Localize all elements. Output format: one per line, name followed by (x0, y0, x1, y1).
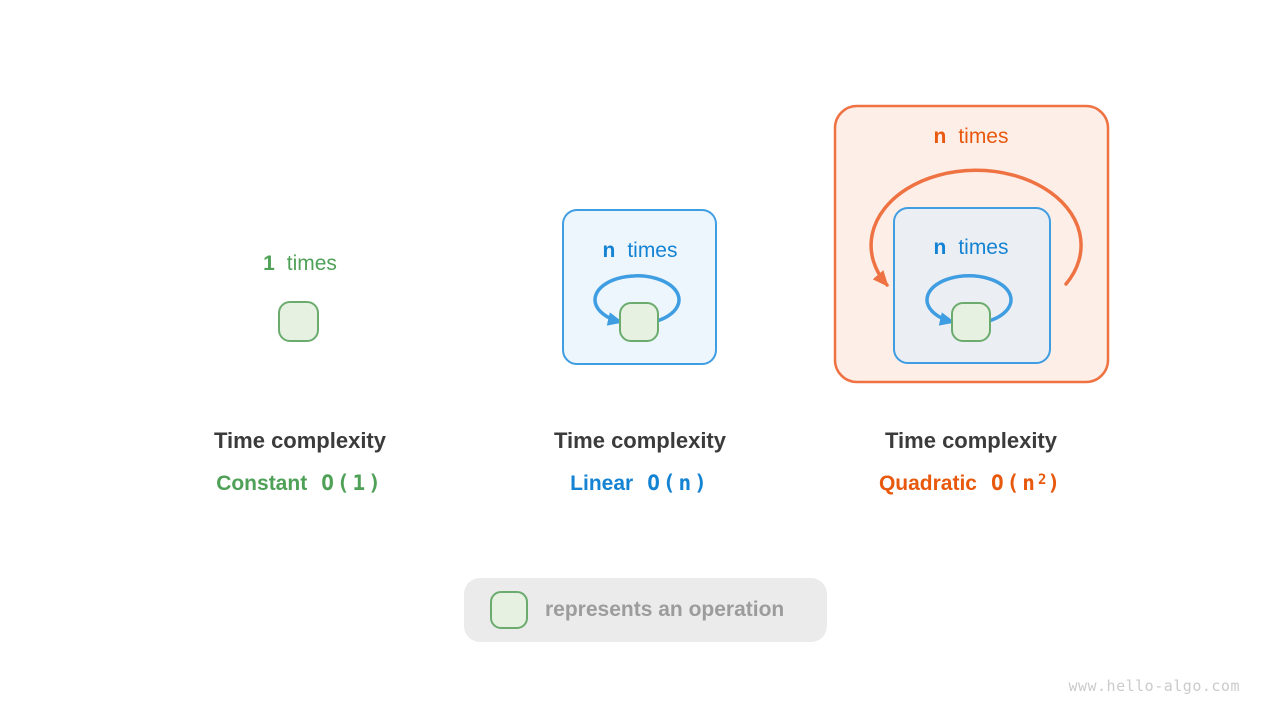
quadratic-panel-title: Time complexity (885, 428, 1057, 453)
legend: represents an operation (464, 578, 827, 642)
linear-big-o-arg: n (678, 471, 695, 495)
quadratic-big-o-exponent: 2 (1037, 472, 1048, 488)
quadratic-big-o-arg: n (1022, 471, 1038, 495)
quadratic-complexity-label: Quadratic O(n2) (851, 471, 1091, 496)
quadratic-inner-loop-box (893, 207, 1051, 364)
linear-big-o-open: O( (647, 471, 679, 495)
constant-times-label: 1 times (180, 252, 420, 276)
watermark: www.hello-algo.com (1068, 677, 1240, 695)
constant-big-o-arg: 1 (352, 471, 369, 495)
constant-big-o-open: O( (321, 471, 353, 495)
linear-complexity-name: Linear (570, 472, 634, 495)
quadratic-inner-times-word: times (958, 236, 1009, 259)
constant-panel-title: Time complexity (214, 428, 386, 453)
constant-times-word: times (286, 252, 337, 275)
linear-times-count: n (602, 239, 616, 262)
legend-operation-box-icon (490, 591, 528, 629)
linear-panel-title: Time complexity (554, 428, 726, 453)
constant-complexity-name: Constant (216, 472, 308, 495)
linear-complexity-label: Linear O(n) (520, 471, 760, 496)
constant-big-o-close: ) (368, 471, 384, 495)
legend-label: represents an operation (545, 598, 785, 621)
constant-times-count: 1 (263, 252, 275, 275)
quadratic-operation-box (951, 302, 991, 342)
quadratic-big-o: O(n2) (991, 471, 1063, 495)
constant-big-o: O(1) (321, 471, 384, 495)
quadratic-complexity-name: Quadratic (878, 472, 977, 495)
quadratic-outer-times-count: n (933, 125, 947, 148)
linear-times-word: times (627, 239, 678, 262)
linear-loop-arrow (593, 274, 681, 326)
quadratic-inner-loop-arrow (925, 274, 1013, 326)
linear-loop-box (562, 209, 717, 365)
quadratic-inner-times-count: n (933, 236, 947, 259)
constant-operation-box (278, 301, 319, 342)
quadratic-outer-loop-arrow (869, 168, 1083, 287)
linear-big-o: O(n) (647, 471, 710, 495)
linear-big-o-close: ) (694, 471, 710, 495)
quadratic-outer-times-word: times (958, 125, 1009, 148)
quadratic-big-o-open: O( (990, 471, 1023, 495)
constant-complexity-label: Constant O(1) (180, 471, 420, 496)
linear-operation-box (619, 302, 659, 342)
quadratic-big-o-close: ) (1047, 471, 1064, 495)
